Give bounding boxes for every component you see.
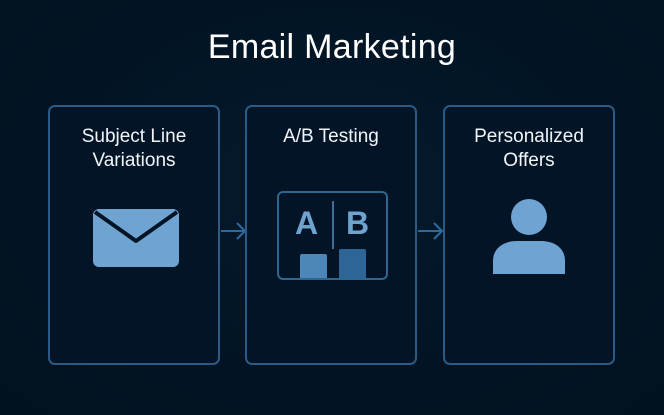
step-label-line2: Variations [92,150,176,171]
step-label-line1: Subject Line [81,126,187,147]
diagram-title: Email Marketing [207,28,457,66]
step-label-line1: Personalized [474,126,584,147]
variant-b-label: B [346,205,370,241]
step-label: Subject Line Variations [50,125,218,173]
arrow-right-icon [418,222,444,240]
arrow-right-icon [221,222,247,240]
variant-b-bar [339,249,366,278]
step-card-ab-testing: A/B Testing A B [245,105,417,365]
person-icon [493,199,565,274]
step-label-line1: A/B Testing [283,126,379,147]
step-label: A/B Testing [247,125,415,149]
step-label: Personalized Offers [445,125,613,173]
ab-divider [332,201,334,249]
variant-a-bar [300,254,327,278]
variant-a-label: A [295,205,319,241]
step-card-personalized-offers: Personalized Offers [443,105,615,365]
envelope-icon [93,209,179,267]
step-card-subject-line-variations: Subject Line Variations [48,105,220,365]
step-label-line2: Offers [503,150,555,171]
ab-test-icon: A B [277,191,388,280]
